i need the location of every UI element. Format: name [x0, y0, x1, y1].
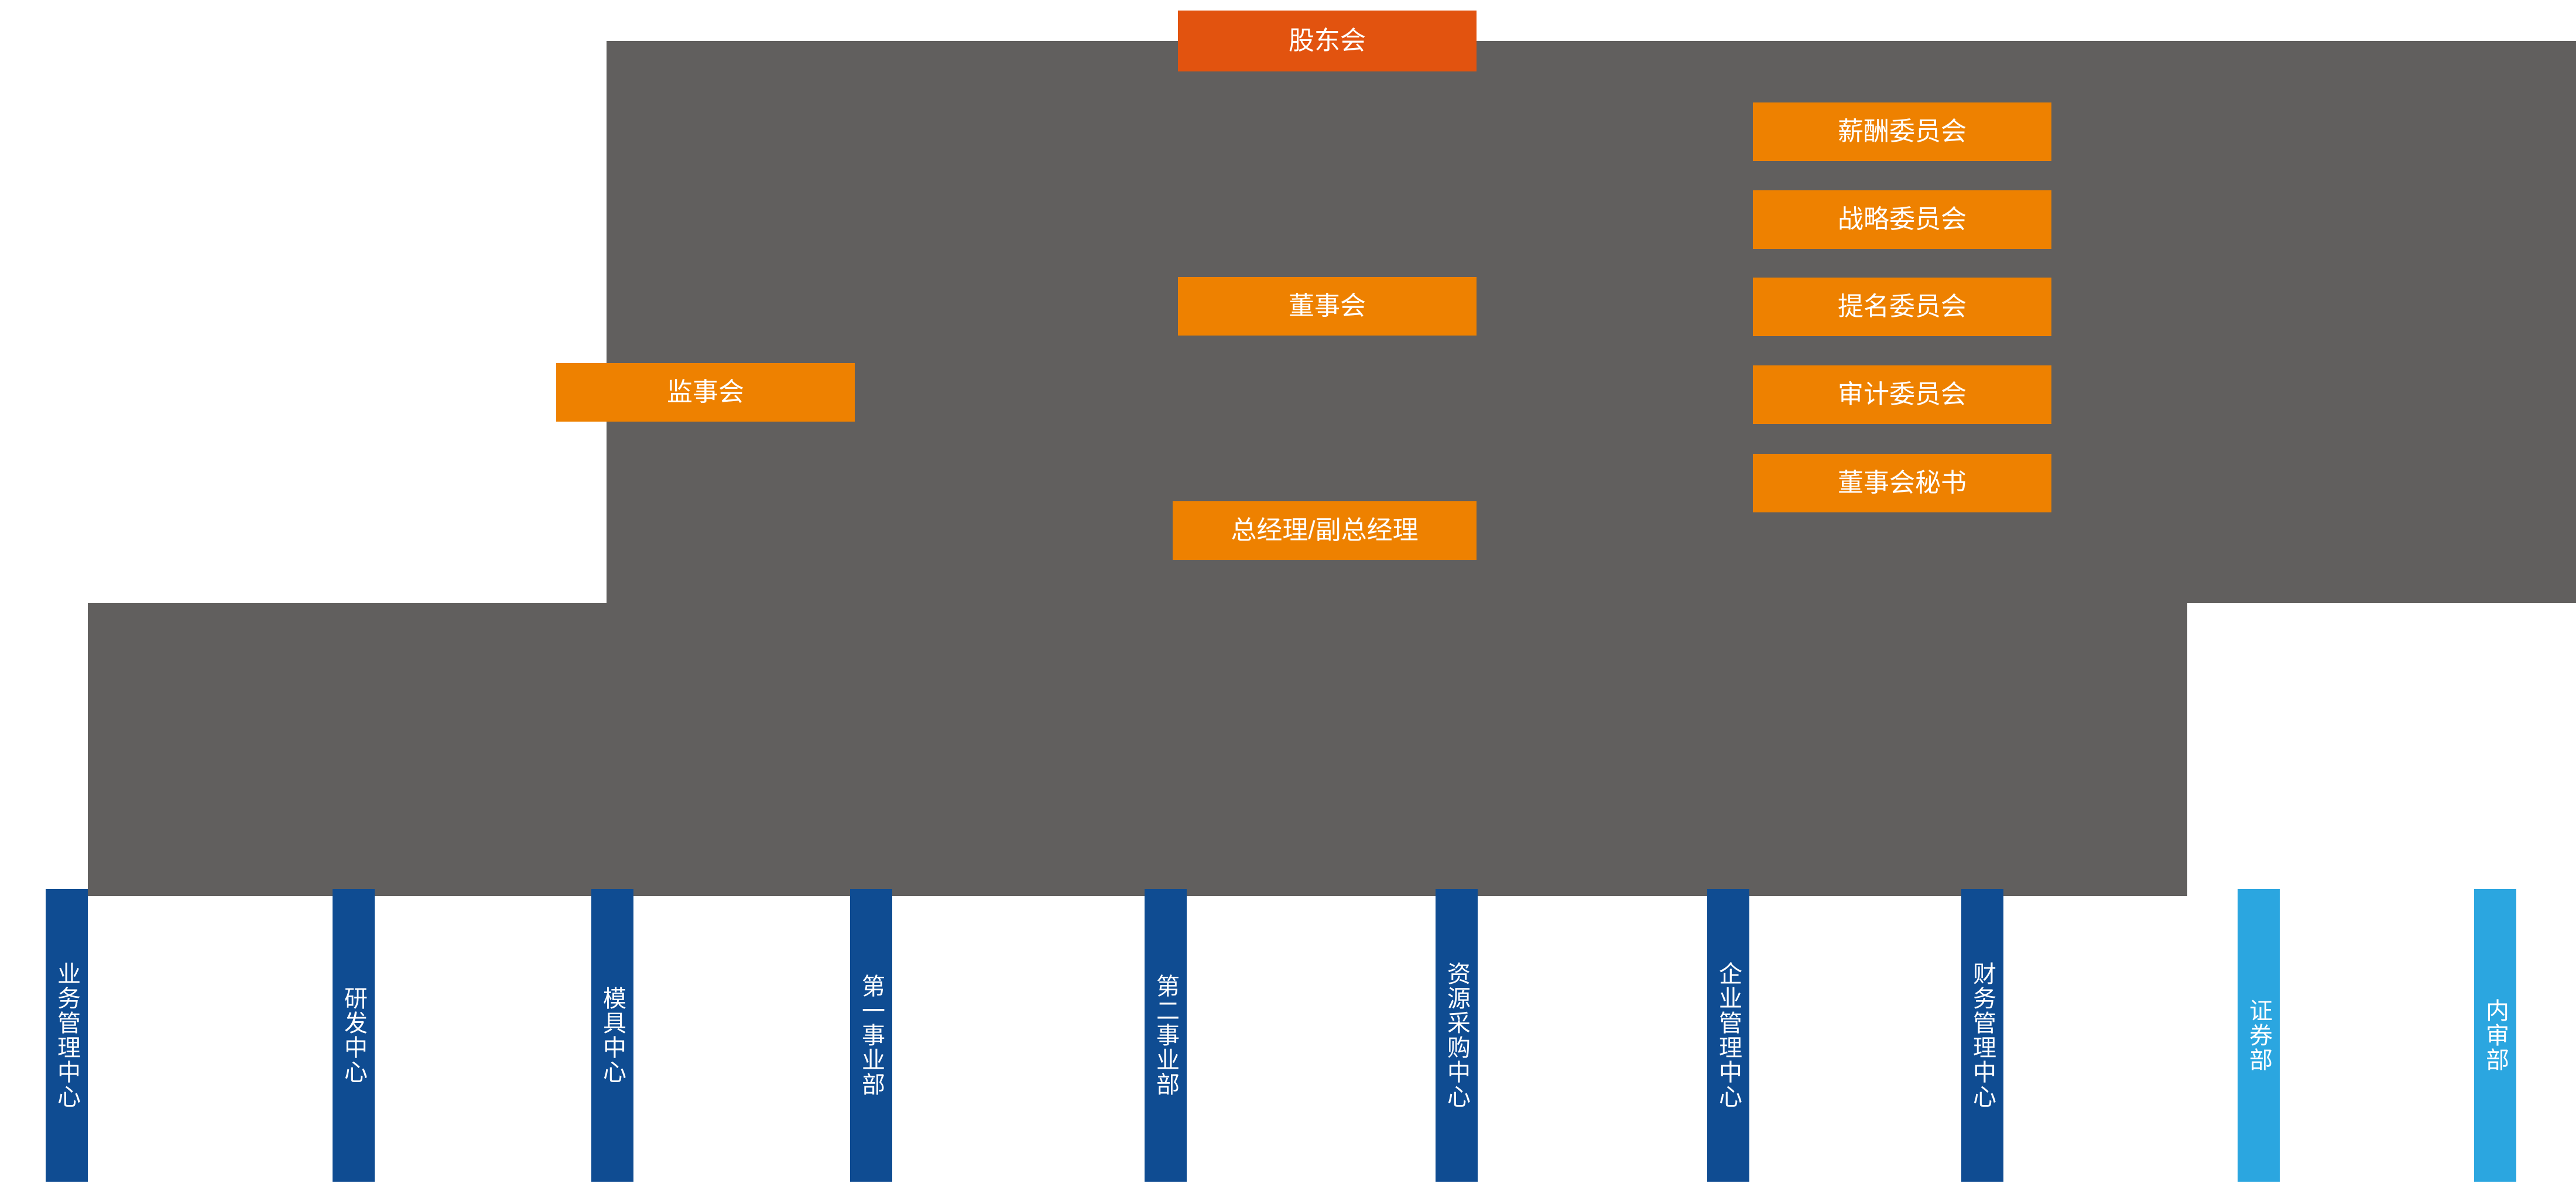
department-bar-8-label: 证券部	[2246, 998, 2272, 1072]
node-shareholders[interactable]: 股东会	[1178, 11, 1477, 71]
node-committee-0[interactable]: 薪酬委员会	[1753, 102, 2051, 161]
node-committee-4-label: 董事会秘书	[1838, 468, 1967, 497]
department-bar-7-label: 财务管理中心	[1969, 962, 1995, 1109]
node-supervisors-label: 监事会	[667, 377, 744, 406]
node-board-label: 董事会	[1289, 291, 1366, 320]
node-management[interactable]: 总经理/副总经理	[1173, 501, 1477, 560]
node-committee-2-label: 提名委员会	[1838, 292, 1967, 321]
department-bar-4-label: 第二事业部	[1153, 974, 1179, 1097]
node-management-label: 总经理/副总经理	[1231, 515, 1419, 545]
node-board[interactable]: 董事会	[1178, 277, 1477, 336]
department-bar-0[interactable]: 业务管理中心	[46, 889, 88, 1182]
department-bar-3[interactable]: 第一事业部	[850, 889, 892, 1182]
node-committee-4[interactable]: 董事会秘书	[1753, 454, 2051, 512]
department-bar-4[interactable]: 第二事业部	[1145, 889, 1187, 1182]
department-bar-3-label: 第一事业部	[858, 974, 884, 1097]
department-bar-5[interactable]: 资源采购中心	[1436, 889, 1478, 1182]
department-bar-1-label: 研发中心	[341, 986, 366, 1084]
node-committee-1-label: 战略委员会	[1838, 204, 1967, 234]
node-committee-3-label: 审计委员会	[1838, 379, 1967, 409]
department-bar-1[interactable]: 研发中心	[333, 889, 375, 1182]
department-bar-9-label: 内审部	[2482, 998, 2508, 1072]
department-bar-5-label: 资源采购中心	[1444, 962, 1469, 1109]
node-committee-2[interactable]: 提名委员会	[1753, 278, 2051, 336]
department-bar-2[interactable]: 模具中心	[591, 889, 633, 1182]
department-bar-6[interactable]: 企业管理中心	[1707, 889, 1749, 1182]
connector-block-upper	[607, 41, 2576, 603]
node-committee-1[interactable]: 战略委员会	[1753, 190, 2051, 249]
department-bar-6-label: 企业管理中心	[1715, 962, 1741, 1109]
node-supervisors[interactable]: 监事会	[556, 363, 855, 422]
department-bar-9[interactable]: 内审部	[2474, 889, 2516, 1182]
node-committee-0-label: 薪酬委员会	[1838, 117, 1967, 146]
node-committee-3[interactable]: 审计委员会	[1753, 365, 2051, 424]
connector-block-lower	[88, 603, 2187, 896]
department-bar-8[interactable]: 证券部	[2238, 889, 2280, 1182]
node-shareholders-label: 股东会	[1289, 26, 1366, 55]
department-bar-2-label: 模具中心	[600, 986, 625, 1084]
department-bar-7[interactable]: 财务管理中心	[1961, 889, 2003, 1182]
department-bar-0-label: 业务管理中心	[54, 962, 80, 1109]
